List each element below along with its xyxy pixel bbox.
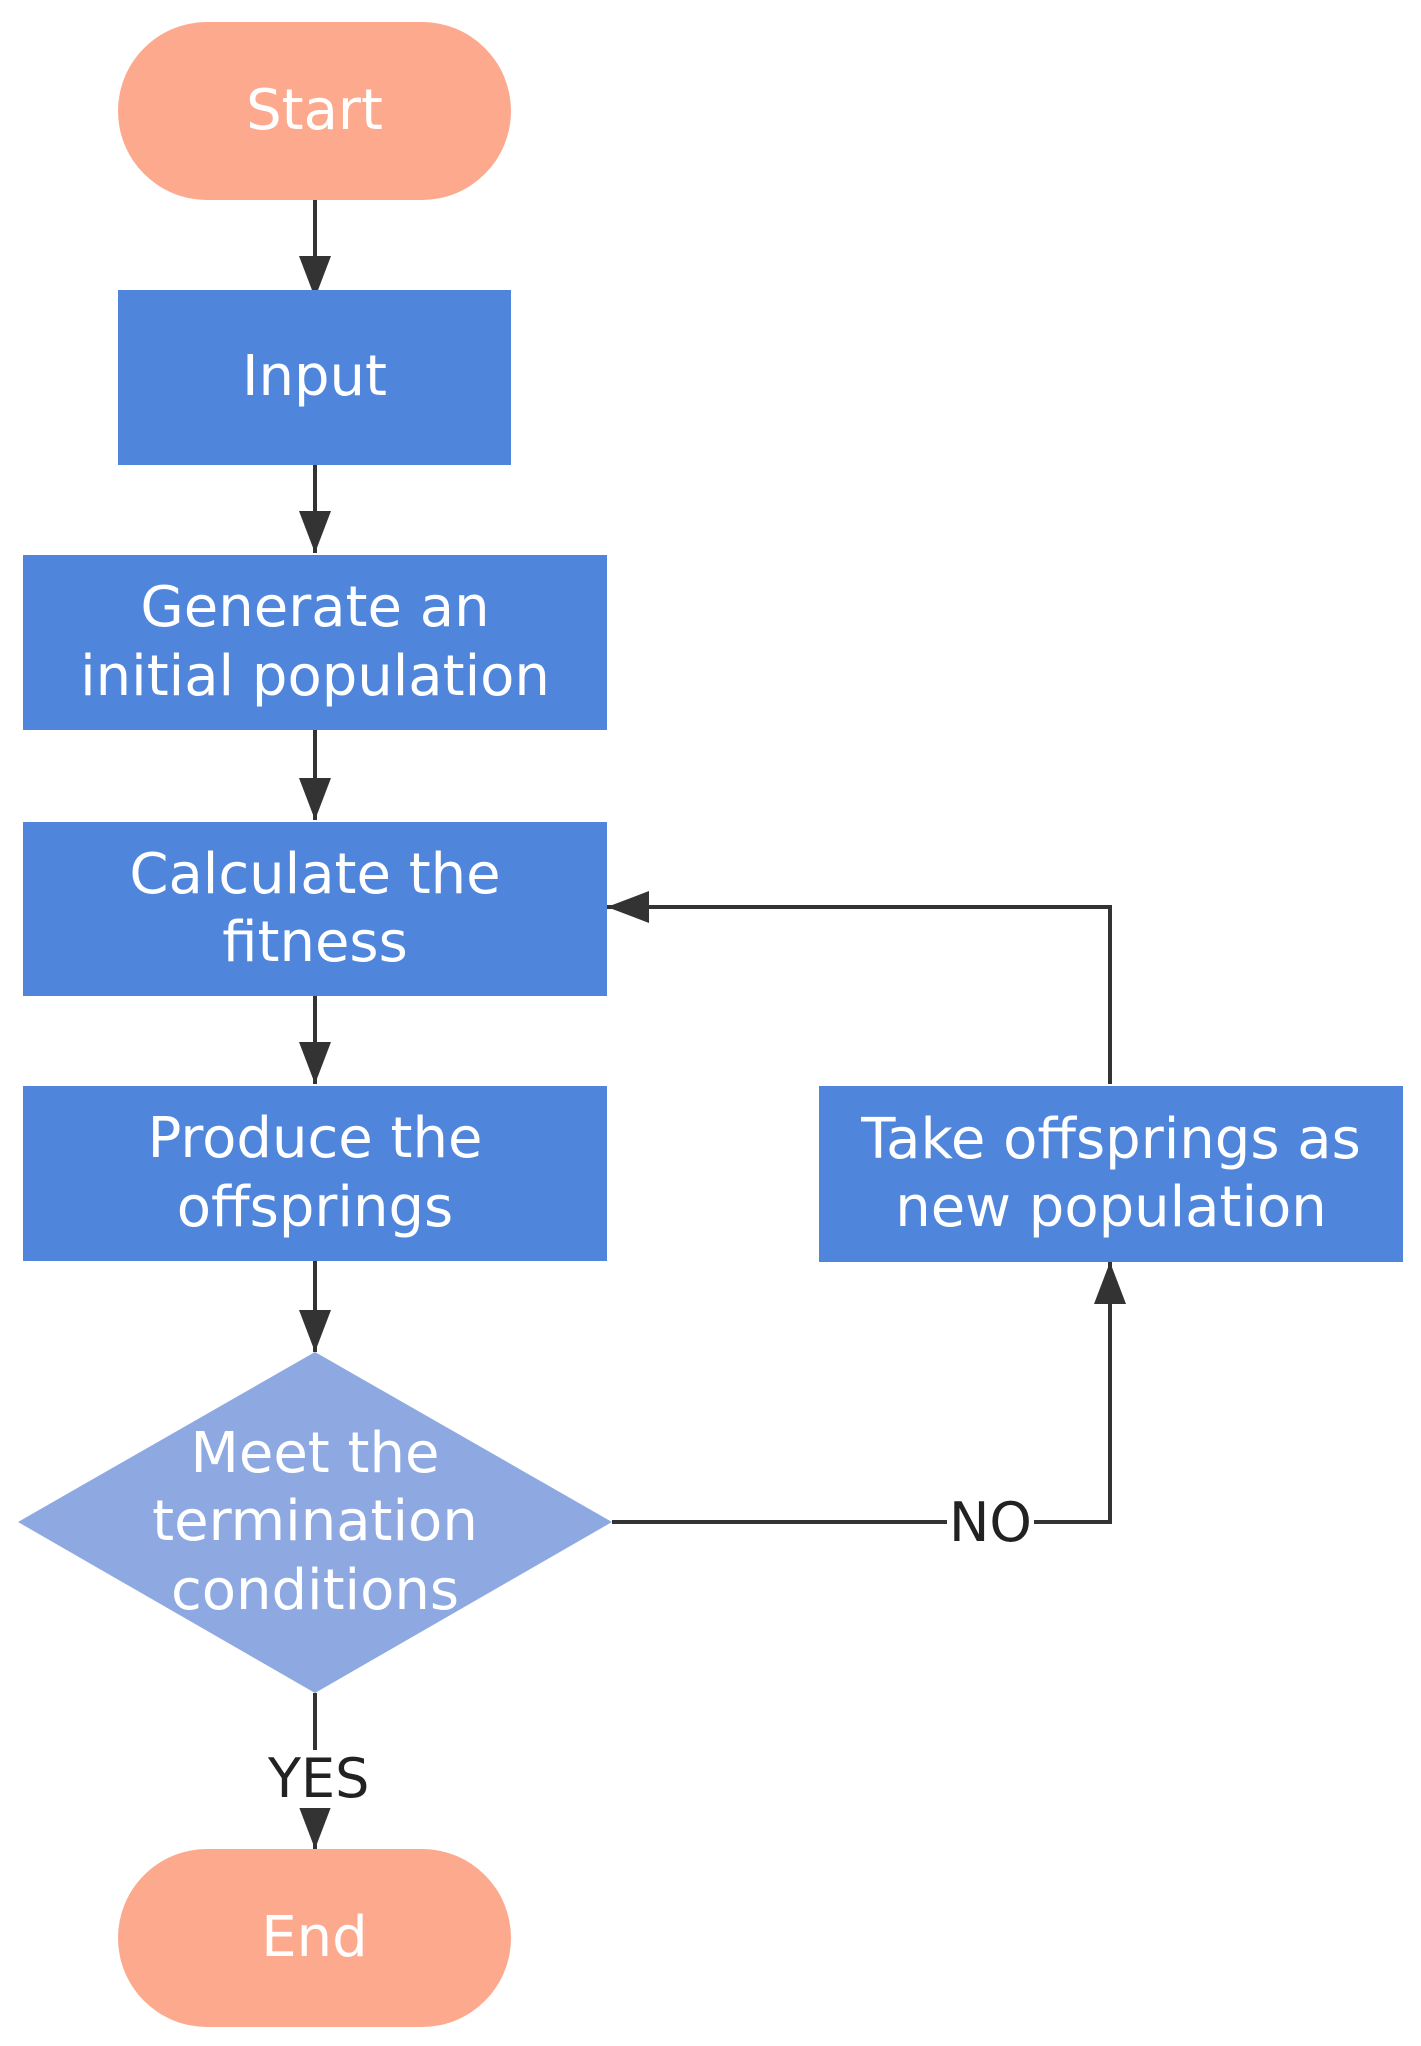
decision-node: Meet the termination conditions — [118, 1405, 512, 1640]
produce-offsprings-label: Produce the offsprings — [147, 1106, 483, 1240]
arrow-take-to-calculate — [607, 905, 1112, 1084]
generate-population-label: Generate an initial population — [80, 575, 550, 709]
arrowhead-decision-to-end — [299, 1807, 331, 1849]
take-offsprings-node: Take offsprings as new population — [819, 1086, 1403, 1262]
generate-population-node: Generate an initial population — [23, 555, 607, 730]
decision-label: Meet the termination conditions — [152, 1421, 478, 1623]
no-label: NO — [947, 1491, 1034, 1554]
end-node: End — [118, 1849, 511, 2027]
arrow-decision-to-take — [612, 1262, 1112, 1524]
arrowhead-produce-to-decision — [299, 1310, 331, 1352]
arrowhead-decision-to-take — [1094, 1262, 1126, 1304]
arrowhead-input-to-generate — [299, 511, 331, 553]
end-label: End — [261, 1904, 368, 1970]
take-offsprings-label: Take offsprings as new population — [861, 1106, 1361, 1240]
arrowhead-take-to-calculate — [607, 891, 649, 923]
arrowhead-generate-to-calculate — [299, 778, 331, 820]
yes-label: YES — [266, 1747, 372, 1810]
start-label: Start — [246, 77, 383, 143]
start-node: Start — [118, 22, 511, 200]
arrowhead-calculate-to-produce — [299, 1042, 331, 1084]
input-label: Input — [241, 344, 387, 410]
decision-diamond — [18, 1352, 612, 1693]
calculate-fitness-node: Calculate the fitness — [23, 822, 607, 996]
calculate-fitness-label: Calculate the fitness — [129, 841, 501, 975]
input-node: Input — [118, 290, 511, 465]
arrowhead-start-to-input — [299, 256, 331, 298]
produce-offsprings-node: Produce the offsprings — [23, 1086, 607, 1261]
